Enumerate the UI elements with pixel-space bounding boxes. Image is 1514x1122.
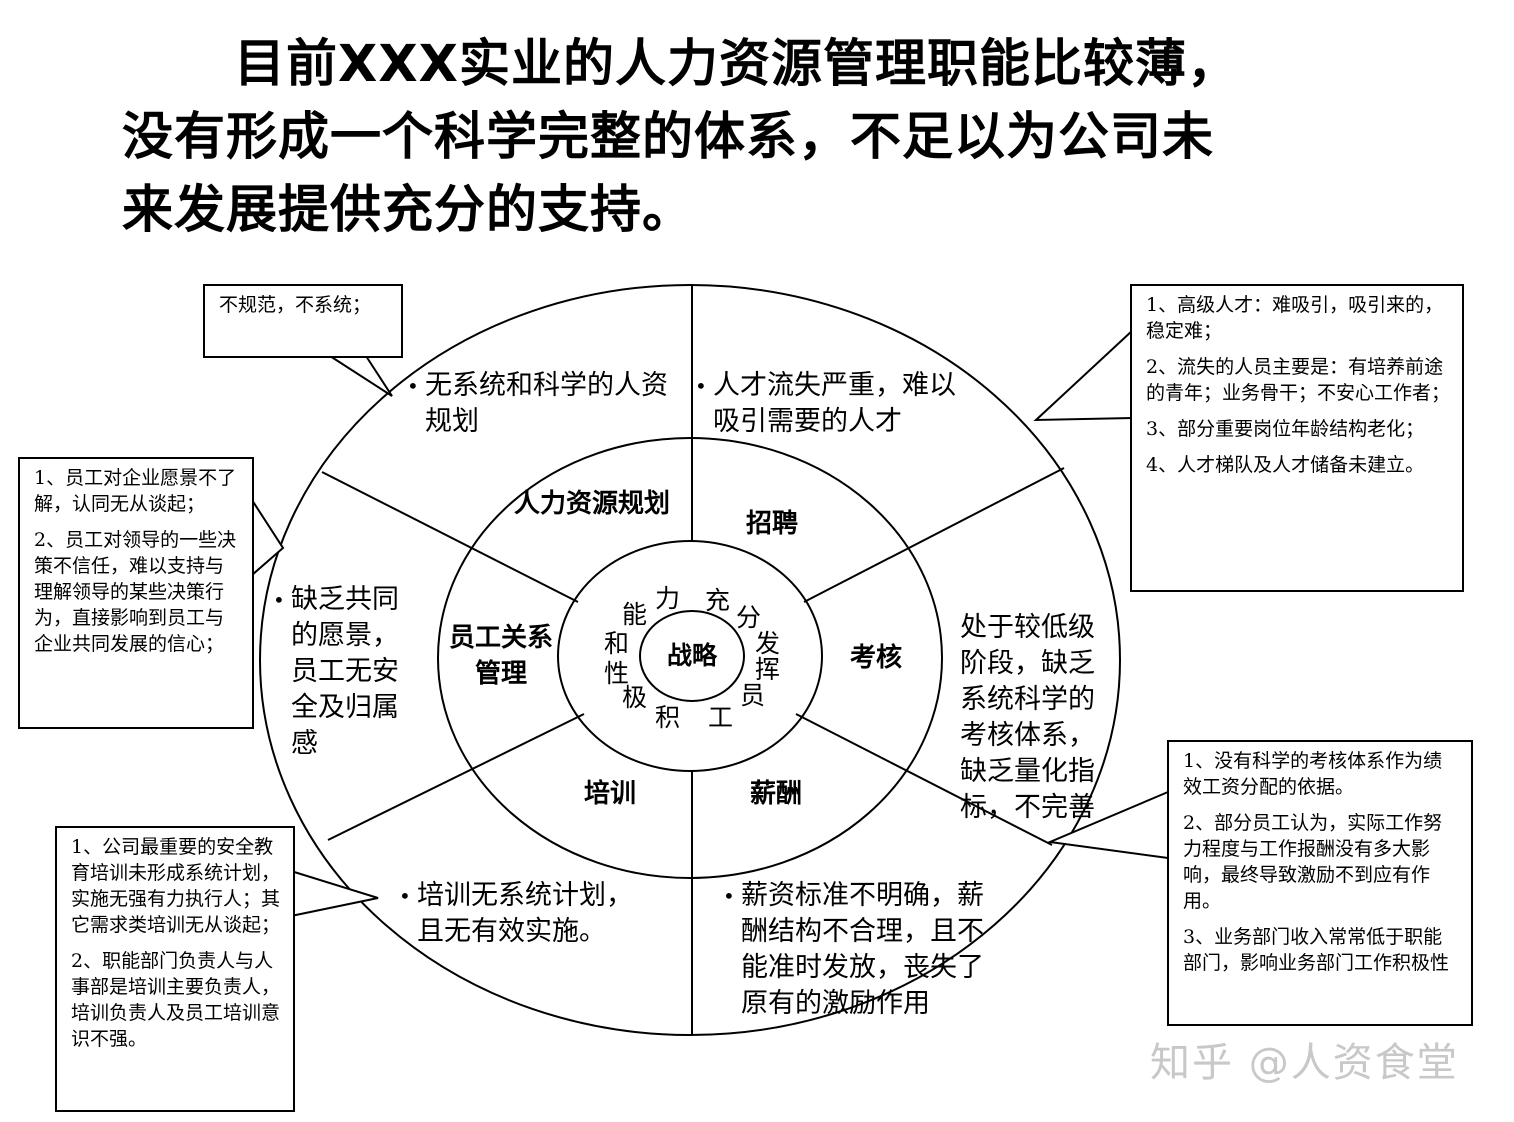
pointer-assessment xyxy=(1046,791,1169,859)
issue-recruitment: • 人才流失严重，难以吸引需要的人才 xyxy=(695,368,963,440)
callout-relations-item: 1、员工对企业愿景不了解，认同无从谈起； xyxy=(34,467,237,515)
pointer-relations xyxy=(251,499,285,576)
issue-compensation-text: 薪资标准不明确，薪酬结构不合理，且不能准时发放，丧失了原有的激励作用 xyxy=(741,880,984,1019)
bullet-icon: • xyxy=(723,884,735,908)
title-line-2: 没有形成一个科学完整的体系，不足以为公司未 xyxy=(122,108,1215,167)
issue-recruitment-text: 人才流失严重，难以吸引需要的人才 xyxy=(713,370,956,437)
divider-upper-left xyxy=(321,471,579,603)
inner-char: 极 xyxy=(622,683,648,712)
divider-lower-left xyxy=(327,713,585,841)
segment-assessment: 考核 xyxy=(849,643,902,673)
inner-char: 和 xyxy=(604,629,630,658)
issue-planning-text: 无系统和科学的人资规划 xyxy=(425,370,668,437)
bullet-icon: • xyxy=(695,374,707,398)
inner-char: 性 xyxy=(604,659,630,688)
issue-assessment: • 处于较低级阶段，缺乏系统科学的考核体系，缺乏量化指标，不完善 xyxy=(960,610,1112,826)
watermark: 知乎 @人资食堂 xyxy=(1150,1040,1459,1086)
segment-planning: 人力资源规划 xyxy=(513,489,670,519)
bullet-icon: • xyxy=(399,884,411,908)
segment-relations: 员工关系管理 xyxy=(448,623,553,689)
callout-recruitment-item: 4、人才梯队及人才储备未建立。 xyxy=(1146,454,1425,476)
inner-char: 力 xyxy=(655,584,681,613)
title-line-1: 目前XXX实业的人力资源管理职能比较薄， xyxy=(234,35,1239,94)
divider-upper-right xyxy=(803,467,1065,603)
outer-ring xyxy=(259,284,1121,1036)
segment-compensation: 薪酬 xyxy=(749,779,802,809)
callout-assessment-item: 1、没有科学的考核体系作为绩效工资分配的依据。 xyxy=(1183,750,1443,798)
inner-char: 工 xyxy=(708,703,734,732)
segment-training: 培训 xyxy=(583,779,636,809)
callout-training-item: 1、公司最重要的安全教育培训未形成系统计划，实施无强有力执行人；其它需求类培训无… xyxy=(71,836,281,936)
inner-char: 挥 xyxy=(755,655,781,684)
inner-char: 员 xyxy=(740,681,766,710)
inner-char: 发 xyxy=(755,629,781,658)
callout-training-item: 2、职能部门负责人与人事部是培训主要负责人，培训负责人及员工培训意识不强。 xyxy=(71,950,281,1050)
callout-recruitment-item: 3、部分重要岗位年龄结构老化； xyxy=(1146,418,1425,440)
inner-char: 积 xyxy=(655,703,681,732)
callout-training: 1、公司最重要的安全教育培训未形成系统计划，实施无强有力执行人；其它需求类培训无… xyxy=(55,826,295,1112)
callout-assessment-item: 3、业务部门收入常常低于职能部门，影响业务部门工作积极性 xyxy=(1183,926,1450,974)
center-circle xyxy=(639,610,745,702)
bullet-icon: • xyxy=(407,374,419,398)
issue-compensation: • 薪资标准不明确，薪酬结构不合理，且不能准时发放，丧失了原有的激励作用 xyxy=(723,878,991,1022)
issue-assessment-text: 处于较低级阶段，缺乏系统科学的考核体系，缺乏量化指标，不完善 xyxy=(960,612,1095,823)
middle-ring xyxy=(437,437,943,879)
bullet-icon: • xyxy=(273,588,285,612)
title-line-3: 来发展提供充分的支持。 xyxy=(122,181,695,240)
callout-planning: 不规范，不系统； xyxy=(203,284,403,358)
divider-lower-right xyxy=(795,713,1053,846)
callout-relations-item: 2、员工对领导的一些决策不信任，难以支持与理解领导的某些决策行为，直接影响到员工… xyxy=(34,529,237,655)
issue-relations-text: 缺乏共同的愿景，员工无安全及归属感 xyxy=(291,584,399,759)
callout-recruitment-item: 2、流失的人员主要是：有培养前途的青年；业务骨干；不安心工作者； xyxy=(1146,356,1451,404)
callout-planning-line: 不规范，不系统； xyxy=(219,294,372,316)
center-strategy: 战略 xyxy=(666,641,717,670)
issue-planning: • 无系统和科学的人资规划 xyxy=(407,368,675,440)
pointer-planning xyxy=(329,355,393,397)
inner-char: 充 xyxy=(705,586,731,615)
issue-training-text: 培训无系统计划，且无有效实施。 xyxy=(417,880,633,947)
callout-recruitment: 1、高级人才：难吸引，吸引来的，稳定难； 2、流失的人员主要是：有培养前途的青年… xyxy=(1130,284,1464,592)
callout-assessment-item: 2、部分员工认为，实际工作努力程度与工作报酬没有多大影响，最终导致激励不到应有作… xyxy=(1183,812,1443,912)
inner-char: 分 xyxy=(736,603,762,632)
pointer-recruitment xyxy=(1033,329,1134,422)
issue-training: • 培训无系统计划，且无有效实施。 xyxy=(399,878,657,950)
page-title: 目前XXX实业的人力资源管理职能比较薄， 没有形成一个科学完整的体系，不足以为公… xyxy=(122,28,1442,247)
callout-recruitment-item: 1、高级人才：难吸引，吸引来的，稳定难； xyxy=(1146,294,1444,342)
callout-relations: 1、员工对企业愿景不了解，认同无从谈起； 2、员工对领导的一些决策不信任，难以支… xyxy=(18,457,254,729)
issue-relations: • 缺乏共同的愿景，员工无安全及归属感 xyxy=(273,582,419,762)
segment-recruitment: 招聘 xyxy=(745,509,798,539)
callout-assessment: 1、没有科学的考核体系作为绩效工资分配的依据。 2、部分员工认为，实际工作努力程… xyxy=(1167,740,1473,1026)
inner-char: 能 xyxy=(622,600,648,629)
inner-ring xyxy=(557,540,823,772)
